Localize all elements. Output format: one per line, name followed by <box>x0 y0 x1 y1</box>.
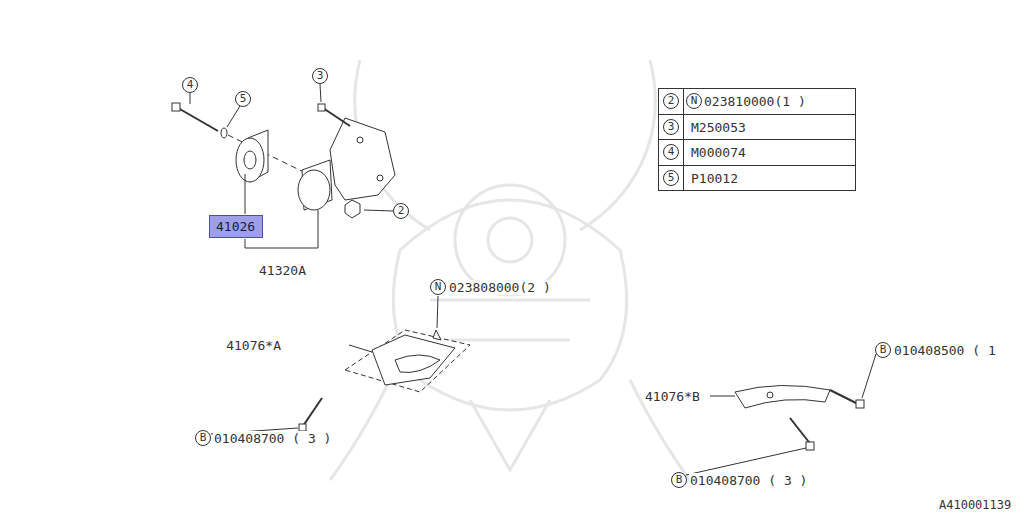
callout-letter: B <box>676 474 683 486</box>
callout-letter: B <box>200 432 207 444</box>
part-number: 010408700 ( 3 ) <box>689 473 808 488</box>
callout-letter: 5 <box>668 172 675 184</box>
callout-letter: 2 <box>668 95 675 107</box>
part-number: 010408700 ( 3 ) <box>213 431 332 446</box>
part-number: 010408500 ( 1 <box>893 343 997 358</box>
callout-letter: B <box>880 344 887 356</box>
part-number: A410001139 <box>938 498 1012 512</box>
callout-circle <box>183 69 891 488</box>
line-art <box>172 84 876 475</box>
highlighted-part-box: 41026 <box>209 215 263 238</box>
part-number: M250053 <box>690 120 747 135</box>
watermark <box>330 60 690 480</box>
callout-letter: 2 <box>398 205 405 217</box>
callout-letter: 4 <box>668 146 675 158</box>
part-number: 023808000(2 ) <box>448 280 552 295</box>
callout-letter: 4 <box>187 79 194 91</box>
part-number: 41076*B <box>644 389 701 404</box>
part-number: P10012 <box>690 171 739 186</box>
part-number: 41320A <box>258 263 307 278</box>
part-number: 41026 <box>216 219 256 234</box>
parts-table <box>659 89 856 191</box>
part-number: M000074 <box>690 145 747 160</box>
callout-letter: N <box>691 95 698 107</box>
callout-letter: 5 <box>240 93 247 105</box>
callout-letter: 3 <box>317 70 324 82</box>
part-number: 41076*A <box>225 338 282 353</box>
callout-letter: N <box>435 281 442 293</box>
callout-letter: 3 <box>668 121 675 133</box>
part-number: 023810000(1 ) <box>703 94 807 109</box>
